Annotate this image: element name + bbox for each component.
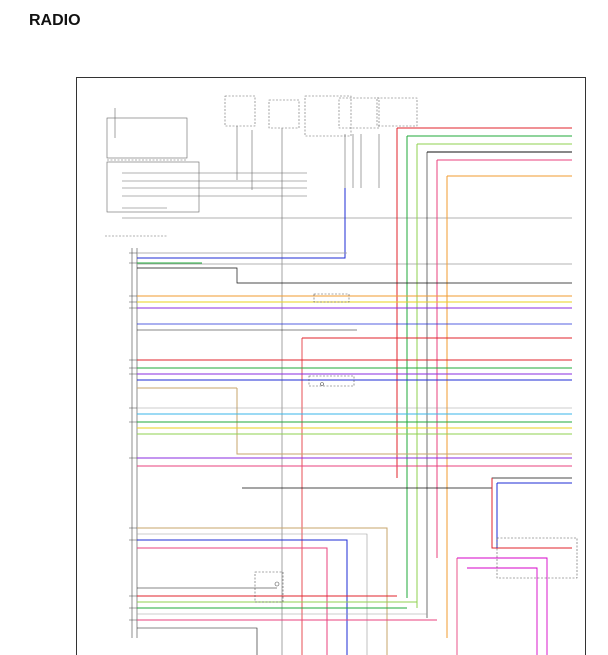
- page-title: RADIO: [29, 12, 81, 29]
- pin-markers: [129, 252, 137, 621]
- wiring-diagram-canvas: [105, 95, 578, 655]
- wire-tan-low: [137, 527, 388, 655]
- wire-black-low2: [137, 627, 258, 655]
- wires: [137, 127, 572, 655]
- radio-connector: [131, 248, 138, 638]
- wire-red-6: [491, 478, 572, 549]
- wire-blue-1: [137, 188, 346, 259]
- wire-tan-route: [236, 388, 572, 455]
- wire-magenta-2: [467, 567, 538, 655]
- top-left-block: [105, 108, 572, 237]
- wire-gray-low: [137, 533, 368, 655]
- wire-black-mid: [137, 267, 572, 284]
- top-modules: [224, 95, 418, 655]
- wiring-diagram: [76, 77, 586, 655]
- wire-magenta-1: [457, 557, 548, 655]
- wire-blue-low: [137, 539, 348, 655]
- center-components: [254, 293, 578, 603]
